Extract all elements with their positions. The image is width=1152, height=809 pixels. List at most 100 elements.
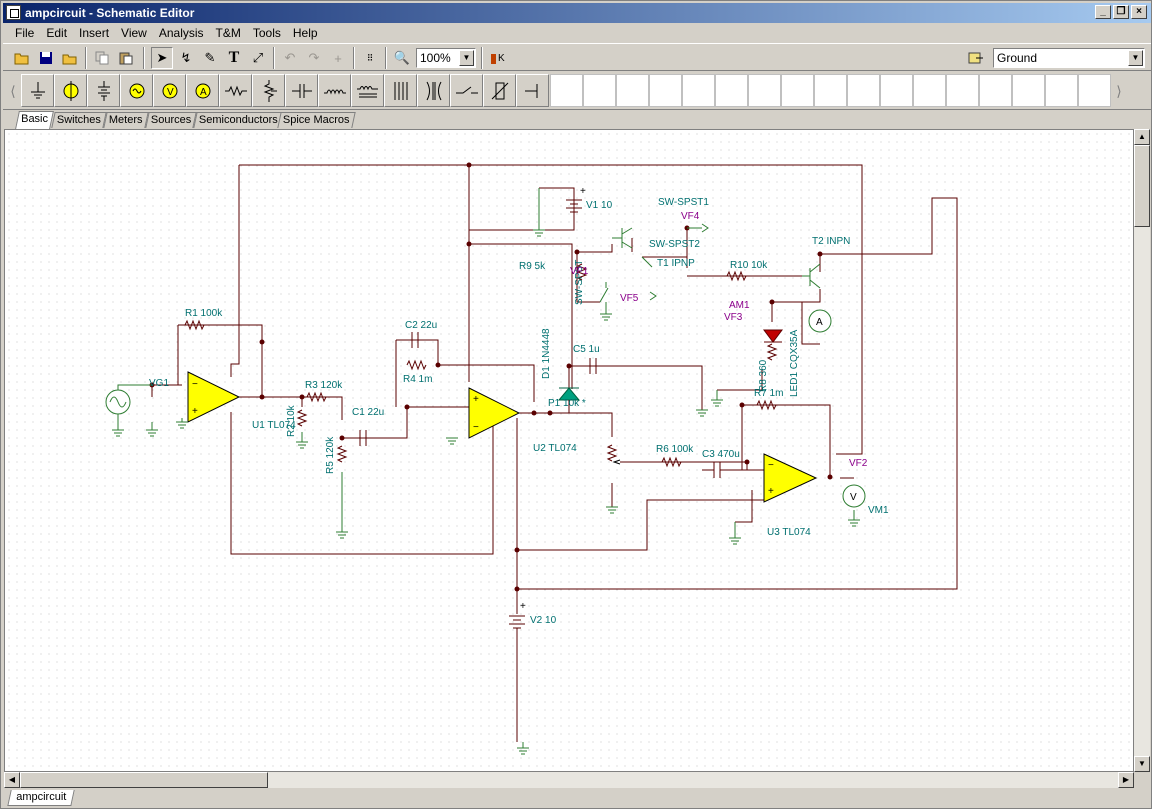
document-tab[interactable]: ampcircuit	[7, 790, 75, 806]
label-t1: T1 IPNP	[657, 258, 695, 269]
zoom-select[interactable]: 100%▼	[416, 48, 476, 68]
tab-sources[interactable]: Sources	[145, 112, 198, 128]
menu-edit[interactable]: Edit	[46, 26, 68, 40]
schematic-canvas[interactable]: −+ +− −+	[4, 129, 1134, 772]
voltmeter-part-icon[interactable]: V	[153, 74, 186, 107]
app-icon[interactable]	[6, 5, 21, 20]
label-r3: R3 120k	[305, 380, 343, 391]
tab-basic[interactable]: Basic	[15, 111, 54, 129]
horizontal-scroll-thumb[interactable]	[20, 772, 268, 788]
undo-icon[interactable]: ↶	[284, 50, 296, 65]
label-r10: R10 10k	[730, 260, 768, 271]
varistor-part-icon[interactable]	[483, 74, 516, 107]
label-u2: U2 TL074	[533, 443, 577, 454]
label-r7: R7 1m	[754, 388, 783, 399]
transformer2-part-icon[interactable]	[417, 74, 450, 107]
tab-meters[interactable]: Meters	[103, 112, 149, 128]
vertical-scrollbar[interactable]: ▲ ▼	[1134, 129, 1150, 772]
scroll-right-icon[interactable]: ▶	[1118, 772, 1134, 788]
label-v2: V2 10	[530, 615, 557, 626]
svg-text:−: −	[768, 460, 774, 471]
label-vf2: VF2	[849, 458, 868, 469]
voltmeter-vm1[interactable]	[842, 484, 866, 508]
pencil-icon[interactable]: ✎	[204, 50, 216, 65]
scroll-left-icon[interactable]: ◀	[4, 772, 20, 788]
title-bar[interactable]: ampcircuit - Schematic Editor _ ❐ ×	[3, 3, 1151, 23]
terminal-part-icon[interactable]	[516, 74, 549, 107]
scroll-up-icon[interactable]: ▲	[1134, 129, 1150, 145]
copy-icon[interactable]	[91, 47, 113, 69]
switches[interactable]	[599, 223, 709, 303]
coupled-inductor-part-icon[interactable]	[351, 74, 384, 107]
inductor-part-icon[interactable]	[318, 74, 351, 107]
close-button[interactable]: ×	[1131, 5, 1147, 19]
crosshair-icon[interactable]: +	[334, 50, 342, 66]
transistor-t1[interactable]	[612, 227, 633, 249]
menu-tm[interactable]: T&M	[215, 26, 241, 40]
menu-view[interactable]: View	[121, 26, 147, 40]
label-r8: R8 360	[758, 359, 769, 392]
horizontal-scrollbar[interactable]: ◀ ▶	[4, 772, 1134, 788]
menu-help[interactable]: Help	[292, 26, 318, 40]
label-c5: C5 1u	[573, 344, 600, 355]
restore-button[interactable]: ❐	[1113, 5, 1129, 19]
label-u1: U1 TL074	[252, 420, 296, 431]
label-u3: U3 TL074	[767, 527, 811, 538]
zoom-icon[interactable]: 🔍	[393, 50, 411, 65]
label-sw-spst2: SW-SPST2	[649, 239, 700, 250]
label-am1: AM1	[729, 300, 750, 311]
ground-part-icon[interactable]	[21, 74, 54, 107]
open-folder-icon[interactable]	[11, 47, 33, 69]
opamp-u1[interactable]: −+	[187, 371, 241, 423]
chevron-down-icon[interactable]: ▼	[1128, 50, 1143, 66]
menu-insert[interactable]: Insert	[79, 26, 110, 40]
paste-icon[interactable]	[115, 47, 137, 69]
menu-file[interactable]: File	[15, 26, 35, 40]
minimize-button[interactable]: _	[1095, 5, 1111, 19]
ground-select[interactable]: Ground▼	[993, 48, 1145, 68]
chevron-right-icon[interactable]: ⟩	[1116, 83, 1122, 99]
resistor-part-icon[interactable]	[219, 74, 252, 107]
menu-tools[interactable]: Tools	[252, 26, 281, 40]
probe-part-icon[interactable]	[54, 74, 87, 107]
tab-spice-macros[interactable]: Spice Macros	[277, 112, 356, 128]
rotate-icon[interactable]: ⤢	[252, 50, 264, 65]
transistor-t2[interactable]	[802, 263, 821, 289]
chevron-left-icon[interactable]: ⟨	[10, 83, 16, 99]
grounds	[146, 188, 860, 755]
opamp-u2[interactable]: +−	[468, 387, 521, 439]
led1[interactable]	[763, 329, 783, 343]
place-ground-icon[interactable]	[965, 47, 987, 69]
vertical-scroll-thumb[interactable]	[1134, 145, 1150, 227]
svg-text:+: +	[473, 394, 479, 405]
redo-icon[interactable]: ↷	[308, 50, 320, 65]
ammeter-part-icon[interactable]: A	[186, 74, 219, 107]
label-led1: LED1 CQX35A	[789, 329, 800, 397]
scroll-down-icon[interactable]: ▼	[1134, 756, 1150, 772]
pointer-icon[interactable]: ➤	[151, 47, 173, 69]
tab-semiconductors[interactable]: Semiconductors	[193, 112, 284, 128]
label-vf1: VF1	[570, 266, 589, 277]
opamp-u3[interactable]: −+	[763, 453, 818, 503]
menu-analysis[interactable]: Analysis	[158, 26, 204, 40]
svg-text:V: V	[167, 87, 174, 98]
ac-source-part-icon[interactable]	[120, 74, 153, 107]
transformer-part-icon[interactable]	[384, 74, 417, 107]
capacitor-part-icon[interactable]	[285, 74, 318, 107]
save-icon[interactable]	[35, 47, 57, 69]
chevron-down-icon[interactable]: ▼	[459, 50, 474, 66]
wires	[151, 164, 958, 742]
main-toolbar: ➤ ↯ ✎ T ⤢ ↶ ↷ + ⠿ 🔍 100%▼ K Ground▼	[3, 43, 1151, 71]
ammeter-am1[interactable]	[808, 309, 832, 333]
battery-part-icon[interactable]	[87, 74, 120, 107]
switch-part-icon[interactable]	[450, 74, 483, 107]
resistors	[184, 263, 778, 468]
text-tool-icon[interactable]: T	[228, 49, 240, 66]
svg-text:−: −	[473, 422, 479, 433]
component-icon[interactable]: K	[487, 47, 509, 69]
grid-icon[interactable]: ⠿	[366, 52, 374, 63]
potentiometer-part-icon[interactable]	[252, 74, 285, 107]
wire-tool-icon[interactable]: ↯	[180, 50, 192, 65]
tab-switches[interactable]: Switches	[51, 112, 107, 128]
open-file-icon[interactable]	[59, 47, 81, 69]
